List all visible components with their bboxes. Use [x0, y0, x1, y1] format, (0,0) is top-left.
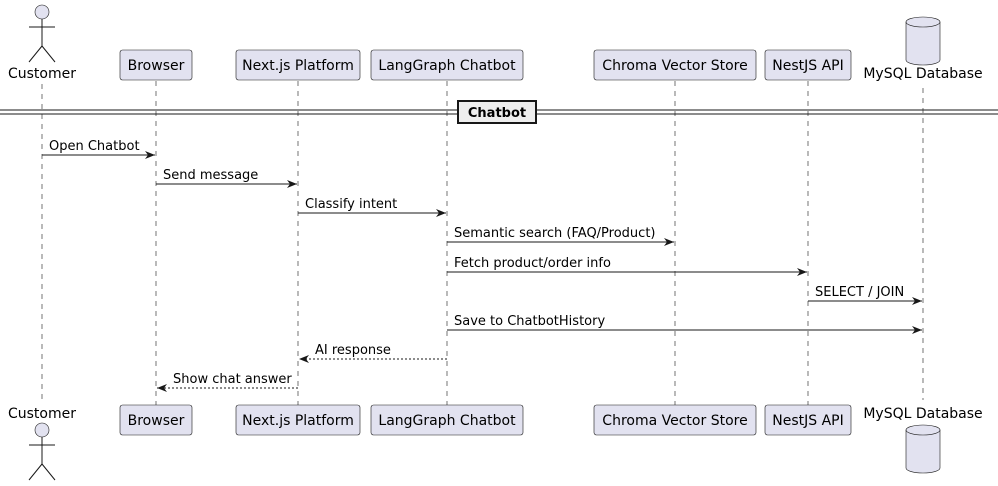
participant-label: NestJS API — [772, 413, 843, 429]
divider-box — [457, 100, 537, 124]
database-icon — [905, 424, 941, 474]
message-label: Fetch product/order info — [454, 256, 611, 271]
participant-langgraph-bottom: LangGraph Chatbot — [370, 404, 524, 436]
database-icon — [905, 16, 941, 66]
participant-label: LangGraph Chatbot — [378, 58, 516, 74]
participant-label: Browser — [128, 413, 185, 429]
database-body — [905, 424, 941, 474]
participant-mysql-top: MySQL Database — [863, 16, 983, 82]
section-divider: Chatbot — [0, 100, 998, 124]
participant-label: Chroma Vector Store — [602, 413, 747, 429]
participant-nestjs-top: NestJS API — [764, 49, 852, 81]
message-1: Open Chatbot — [42, 139, 155, 159]
participant-box — [764, 404, 852, 436]
message-5: Fetch product/order info — [447, 256, 807, 276]
participant-box — [764, 49, 852, 81]
actor-head — [34, 4, 50, 20]
participant-customer-bottom: Customer — [8, 406, 76, 481]
participant-label: Customer — [8, 66, 76, 82]
message-label: Semantic search (FAQ/Product) — [454, 226, 656, 241]
participant-label: Chroma Vector Store — [602, 58, 747, 74]
participant-label: Browser — [128, 58, 185, 74]
message-6: SELECT / JOIN — [808, 285, 922, 305]
participant-browser-bottom: Browser — [119, 404, 193, 436]
database-rim — [905, 429, 941, 436]
message-9: Show chat answer — [157, 372, 298, 392]
actor-leg-left — [28, 463, 43, 481]
message-7: Save to ChatbotHistory — [447, 314, 922, 334]
actor-icon — [28, 4, 56, 63]
participant-box — [370, 49, 524, 81]
participant-box — [235, 49, 361, 81]
database-body — [905, 16, 941, 66]
message-label: Send message — [163, 168, 258, 183]
participant-label: Next.js Platform — [242, 58, 354, 74]
participant-box — [119, 404, 193, 436]
participant-box — [119, 49, 193, 81]
participant-chroma-bottom: Chroma Vector Store — [593, 404, 757, 436]
participant-box — [235, 404, 361, 436]
participant-nextjs-top: Next.js Platform — [235, 49, 361, 81]
database-rim — [905, 21, 941, 28]
participant-box — [593, 49, 757, 81]
participant-box — [370, 404, 524, 436]
participant-nextjs-bottom: Next.js Platform — [235, 404, 361, 436]
message-label: Save to ChatbotHistory — [454, 314, 605, 329]
message-label: AI response — [315, 343, 391, 358]
participant-label: NestJS API — [772, 58, 843, 74]
participant-nestjs-bottom: NestJS API — [764, 404, 852, 436]
actor-leg-right — [41, 463, 56, 481]
message-3: Classify intent — [298, 197, 446, 217]
participant-customer-top: Customer — [8, 4, 76, 82]
participant-browser-top: Browser — [119, 49, 193, 81]
message-label: SELECT / JOIN — [815, 285, 904, 300]
participant-langgraph-top: LangGraph Chatbot — [370, 49, 524, 81]
message-2: Send message — [156, 168, 297, 188]
participant-box — [593, 404, 757, 436]
participant-label: MySQL Database — [863, 406, 982, 422]
divider-label: Chatbot — [468, 106, 526, 121]
message-4: Semantic search (FAQ/Product) — [447, 226, 674, 246]
participant-label: MySQL Database — [863, 66, 982, 82]
participant-label: Customer — [8, 406, 76, 422]
message-8: AI response — [299, 343, 447, 363]
participant-label: LangGraph Chatbot — [378, 413, 516, 429]
participant-label: Next.js Platform — [242, 413, 354, 429]
message-label: Classify intent — [305, 197, 397, 212]
message-label: Show chat answer — [173, 372, 292, 387]
actor-leg-left — [28, 45, 43, 63]
actor-leg-right — [41, 45, 56, 63]
participant-mysql-bottom: MySQL Database — [863, 406, 983, 474]
actor-head — [34, 422, 50, 438]
participant-chroma-top: Chroma Vector Store — [593, 49, 757, 81]
actor-icon — [28, 422, 56, 481]
message-label: Open Chatbot — [49, 139, 140, 154]
